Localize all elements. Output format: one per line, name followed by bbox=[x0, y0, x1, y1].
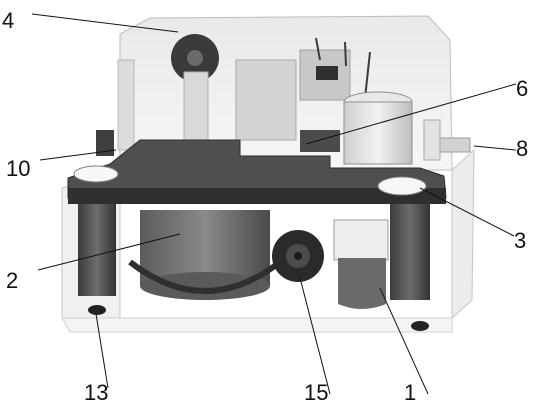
gear-wheel bbox=[272, 230, 324, 282]
hose-connector bbox=[96, 59, 135, 156]
callout-13: 13 bbox=[84, 380, 108, 405]
leader-line-2 bbox=[37, 233, 181, 271]
callout-1: 1 bbox=[404, 380, 416, 405]
leader-line-13 bbox=[95, 313, 109, 389]
callout-3: 3 bbox=[514, 228, 526, 253]
outlet-connector bbox=[423, 119, 471, 161]
fan-blade bbox=[171, 34, 219, 143]
water-tank bbox=[333, 219, 389, 309]
float-left bbox=[73, 165, 119, 183]
callout-4: 4 bbox=[2, 8, 14, 33]
leader-lines bbox=[31, 13, 517, 395]
callout-6: 6 bbox=[516, 76, 528, 101]
leader-line-1 bbox=[379, 287, 429, 395]
pump-motor bbox=[128, 210, 282, 300]
callout-labels: 4 6 8 10 3 2 13 15 1 bbox=[2, 8, 528, 405]
leader-line-4 bbox=[31, 13, 179, 33]
leader-line-3 bbox=[419, 187, 515, 237]
leg-left bbox=[78, 204, 116, 315]
leader-line-6 bbox=[305, 83, 517, 145]
leader-line-10 bbox=[39, 149, 117, 161]
leader-line-15 bbox=[299, 277, 331, 395]
leg-right bbox=[390, 204, 430, 331]
electronics-module bbox=[235, 37, 371, 141]
float-right bbox=[377, 176, 427, 196]
callout-10: 10 bbox=[6, 156, 30, 181]
callout-2: 2 bbox=[6, 268, 18, 293]
main-deck bbox=[67, 139, 447, 204]
leader-line-8 bbox=[473, 145, 517, 151]
callout-8: 8 bbox=[516, 136, 528, 161]
callout-15: 15 bbox=[304, 380, 328, 405]
